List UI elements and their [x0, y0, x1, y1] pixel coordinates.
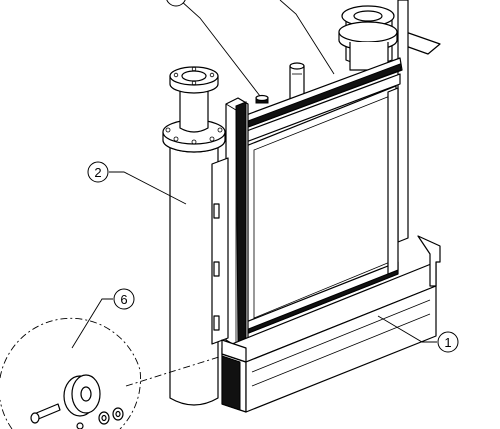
callout-6-label: 6: [120, 292, 127, 307]
gate-frame: [211, 0, 409, 347]
callout-6: 6: [113, 288, 135, 310]
leader-callout-2: [109, 171, 187, 205]
leader-top-frame: [279, 0, 335, 75]
leader-top-nut: [179, 0, 261, 97]
top-nut: [255, 94, 269, 104]
leader-callout-6: [71, 298, 113, 349]
top-balloon-partial: [166, 0, 186, 7]
callout-1: 1: [437, 331, 459, 353]
detail-connector-line: [125, 355, 223, 387]
base-sill: [221, 235, 441, 413]
callout-2-label: 2: [94, 165, 101, 180]
leader-callout-1: [377, 315, 437, 343]
left-cylinder: [162, 66, 226, 406]
callout-1-label: 1: [444, 335, 451, 350]
callout-2: 2: [87, 161, 109, 183]
detail-view-circle: [0, 317, 141, 429]
right-cylinder: [338, 5, 398, 71]
